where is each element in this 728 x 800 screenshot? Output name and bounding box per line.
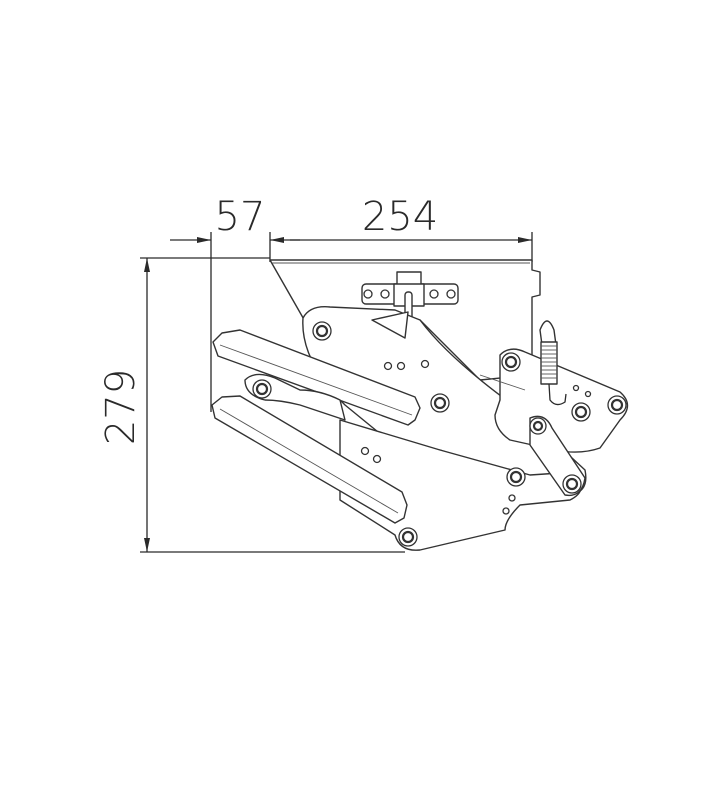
screw-holes [360,359,592,515]
dimension-label-279: 279 [98,369,144,445]
lower-arm-pad [211,395,408,524]
vertical-dimension: 279 [98,257,405,553]
upper-arm-pad [212,329,421,426]
tension-spring [539,320,567,406]
pivot-holes [252,321,627,547]
horizontal-dimensions: 57 254 [170,194,533,412]
mechanism [211,259,629,551]
dimension-label-57: 57 [215,194,266,240]
latch-bracket [361,271,459,329]
triangle-cutout [371,311,409,339]
rear-link-arm [494,348,629,453]
dimension-label-254: 254 [362,194,438,240]
